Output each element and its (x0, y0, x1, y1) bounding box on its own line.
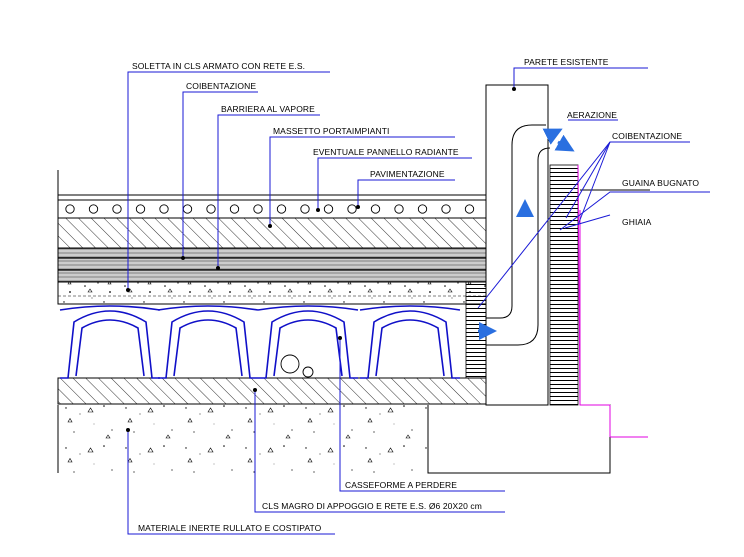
formwork-dome (59, 305, 161, 379)
radiant-pipe (323, 204, 334, 214)
service-screed-layer (57, 217, 487, 249)
lost-formwork-domes (59, 305, 461, 379)
label-pavimentazione: PAVIMENTAZIONE (370, 169, 445, 179)
label-aerazione: AERAZIONE (567, 110, 617, 120)
label-guaina-bugnato: GUAINA BUGNATO (622, 178, 699, 188)
ventilation-duct (486, 124, 551, 346)
radiant-pipe (182, 204, 193, 214)
waterproof-membrane (577, 164, 650, 438)
wall-insulation (549, 164, 579, 406)
label-coibentazione-floor: COIBENTAZIONE (186, 81, 256, 91)
radiant-pipe (229, 204, 240, 214)
service-pipe (280, 354, 300, 374)
radiant-pipe (88, 204, 99, 214)
radiant-pipe (370, 204, 381, 214)
label-parete-esistente: PARETE ESISTENTE (524, 57, 609, 67)
label-massetto: MASSETTO PORTAIMPIANTI (273, 126, 390, 136)
formwork-dome (157, 305, 259, 379)
label-soletta: SOLETTA IN CLS ARMATO CON RETE E.S. (132, 61, 305, 71)
radiant-pipe (112, 204, 122, 214)
radiant-pipe (159, 204, 169, 214)
label-pannello-radiante: EVENTUALE PANNELLO RADIANTE (313, 147, 459, 157)
radiant-panel-pipes (57, 199, 487, 219)
compacted-fill-ground (57, 405, 428, 473)
radiant-pipe (276, 204, 287, 214)
label-coibentazione-wall: COIBENTAZIONE (612, 131, 682, 141)
radiant-pipe (464, 204, 475, 214)
leader-lines (127, 67, 710, 535)
radiant-pipe (135, 204, 146, 214)
radiant-pipe (206, 204, 216, 214)
lean-concrete-base (57, 377, 487, 405)
radiant-pipe (347, 204, 357, 214)
radiant-pipe (394, 204, 404, 214)
radiant-pipe (417, 204, 428, 214)
reinforced-concrete-slab (57, 281, 487, 305)
formwork-dome (359, 305, 461, 379)
formwork-dome (257, 305, 359, 379)
flooring-layer (57, 194, 487, 201)
label-cls-magro: CLS MAGRO DI APPOGGIO E RETE E.S. Ø6 20X… (262, 501, 482, 511)
airflow-arrows (478, 128, 575, 340)
insulation-layers (57, 247, 487, 283)
radiant-pipe (65, 204, 75, 214)
service-pipe (302, 366, 314, 378)
radiant-pipe (441, 204, 451, 214)
radiant-pipe (300, 204, 310, 214)
label-casseforme: CASSEFORME A PERDERE (345, 480, 457, 490)
label-ghiaia: GHIAIA (622, 217, 652, 227)
label-barriera-vapore: BARRIERA AL VAPORE (221, 104, 315, 114)
radiant-pipe (253, 204, 263, 214)
label-materiale-inerte: MATERIALE INERTE RULLATO E COSTIPATO (138, 523, 322, 533)
leader-dots (126, 87, 516, 432)
